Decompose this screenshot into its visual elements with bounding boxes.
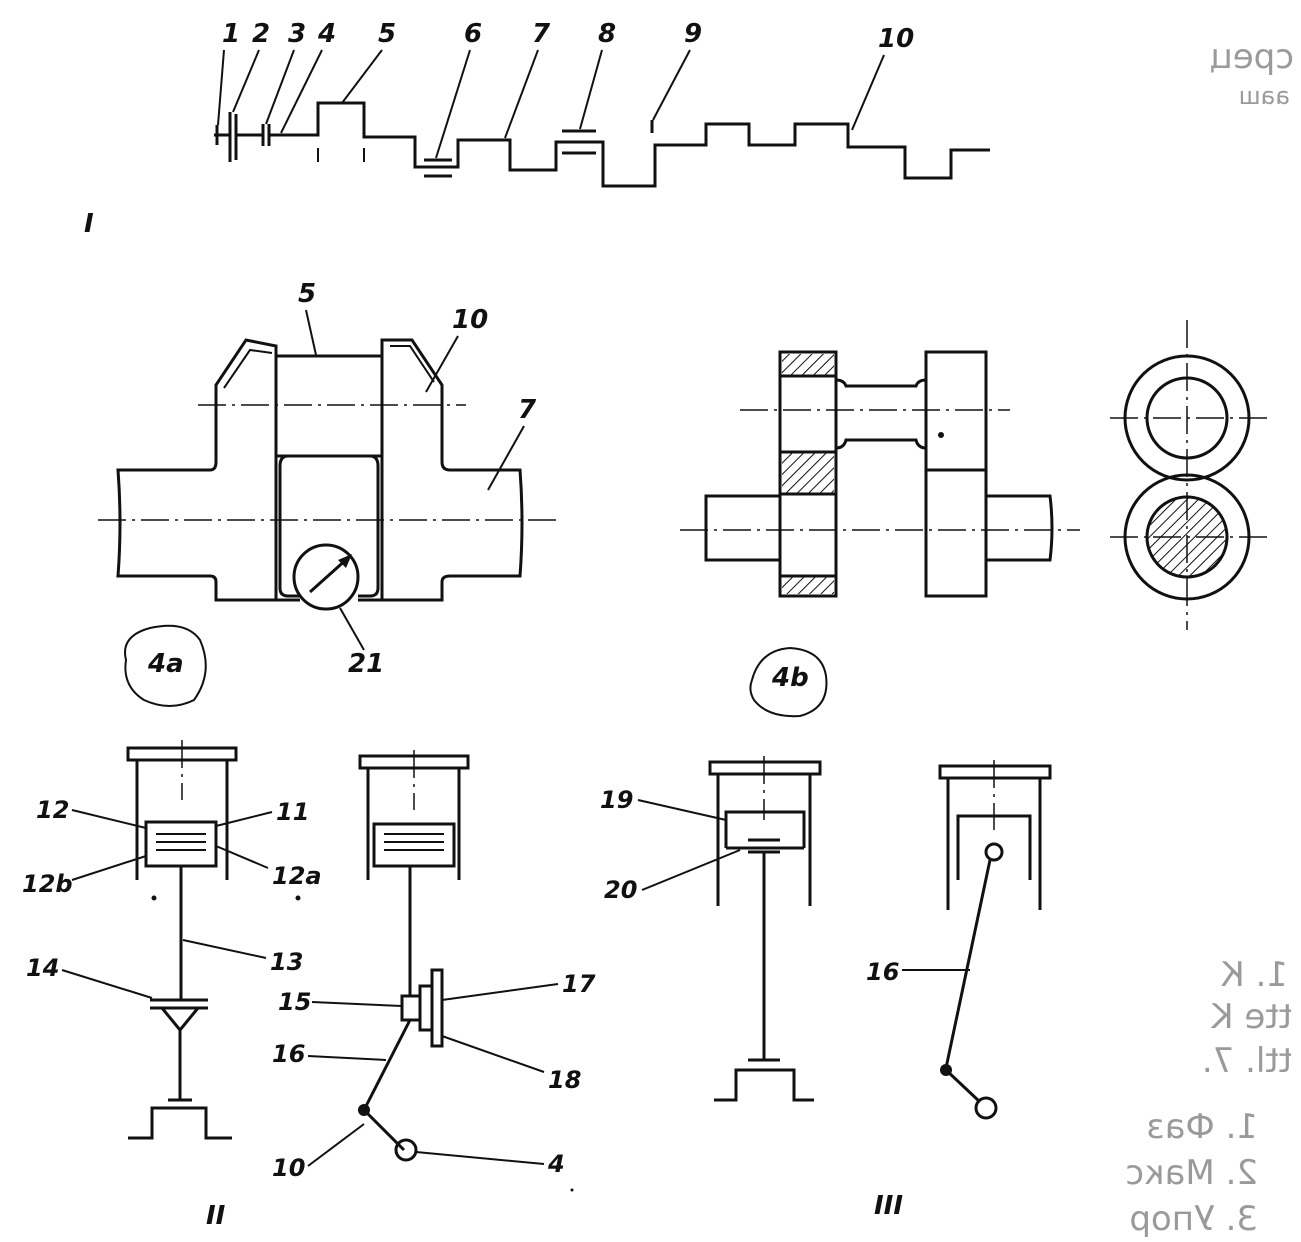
callout-13: 13 (270, 948, 303, 976)
callout-8: 8 (598, 19, 616, 49)
callout-4-II: 4 (547, 1150, 565, 1178)
fig-4b-crank-section (680, 350, 1080, 598)
callout-4: 4 (317, 19, 336, 49)
callout-4a-5: 5 (298, 279, 316, 309)
part-III-label: III (874, 1191, 903, 1221)
callout-16-III: 16 (866, 958, 899, 986)
margin-line-8: 3. Упор (1129, 1199, 1258, 1239)
callout-4a-10: 10 (452, 305, 488, 335)
callout-5: 5 (378, 19, 396, 49)
callout-6: 6 (464, 19, 482, 49)
fig-4a-crank-throw (98, 338, 560, 611)
margin-line-2: ааш (1239, 82, 1290, 110)
callout-11: 11 (276, 798, 309, 826)
callout-10-II: 10 (272, 1154, 305, 1182)
part-II-right-mechanism (295, 750, 470, 1162)
callout-7: 7 (532, 19, 551, 49)
part-I-shaft-schematic (214, 101, 990, 188)
callout-10: 10 (878, 24, 914, 54)
part-III-left-mechanism (708, 756, 822, 1102)
part-III-right-mechanism (938, 760, 1052, 1120)
part-II-left-mechanism (126, 740, 238, 1140)
margin-show-through-text: срец ааш 1. К ttе K ttl. 7. 1. Фаз 2. Ма… (1125, 37, 1294, 1239)
margin-line-5: ttl. 7. (1202, 1041, 1292, 1081)
margin-line-3: 1. К (1221, 955, 1288, 995)
part-III-left-callouts: 19 20 (600, 786, 741, 904)
part-III-right-callouts: 16 III (866, 958, 970, 1221)
callout-19: 19 (600, 786, 633, 814)
callout-2: 2 (252, 19, 270, 49)
callout-9: 9 (684, 19, 702, 49)
callout-12b: 12b (22, 870, 73, 898)
fig-4b-label: 4b (771, 663, 809, 693)
part-II-right-callouts: 15 17 16 18 10 4 II (206, 970, 596, 1231)
callout-18: 18 (548, 1066, 581, 1094)
part-II-left-callouts: 12 11 12b 12a 13 14 (22, 796, 322, 999)
callout-3: 3 (288, 19, 306, 49)
callout-14: 14 (26, 954, 59, 982)
callout-12: 12 (36, 796, 69, 824)
callout-17: 17 (562, 970, 596, 998)
callout-4a-21: 21 (348, 649, 384, 679)
callout-12a: 12a (272, 862, 322, 890)
margin-line-7: 2. Макс (1125, 1153, 1258, 1193)
margin-line-6: 1. Фаз (1147, 1107, 1258, 1147)
callout-4a-7: 7 (518, 395, 537, 425)
fig-4a-callouts: 5 10 7 21 4a (124, 279, 537, 707)
callout-16: 16 (272, 1040, 305, 1068)
margin-line-4: ttе K (1210, 997, 1292, 1037)
callout-20: 20 (604, 876, 637, 904)
fig-4b-callouts: 4b (749, 646, 828, 718)
margin-line-1: срец (1210, 37, 1294, 77)
fig-4a-label: 4a (147, 649, 184, 679)
part-I-label: I (84, 209, 94, 239)
callout-15: 15 (278, 988, 311, 1016)
part-I-callouts: 1 2 3 4 5 6 7 8 9 10 I (84, 19, 914, 239)
fig-4b-end-view (1110, 320, 1270, 630)
part-II-label: II (206, 1201, 226, 1231)
callout-1: 1 (222, 19, 240, 49)
